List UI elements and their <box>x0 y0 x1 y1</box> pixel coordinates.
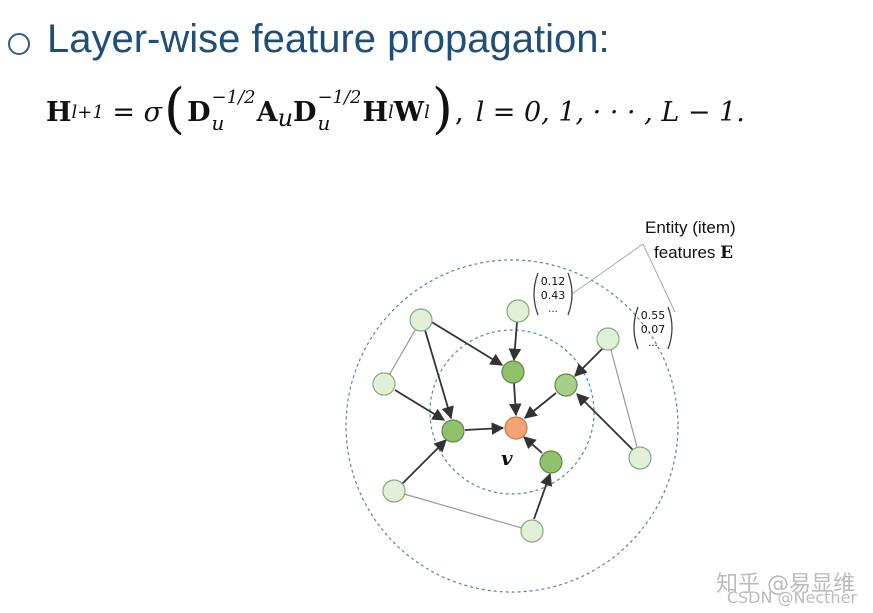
formula-exp2: −1/2 <box>317 87 362 108</box>
arrow-11 <box>523 436 543 454</box>
callout-pointer-1 <box>571 243 644 295</box>
arrow-9 <box>464 422 505 435</box>
formula-H2: H <box>362 96 389 128</box>
vector1-right-bracket <box>567 272 573 316</box>
callout-features: features <box>654 243 720 262</box>
formula-H: H <box>46 96 72 128</box>
callout-line1: Entity (item) <box>645 218 736 237</box>
node-outer-6 <box>382 479 406 503</box>
node-outer-5 <box>628 446 652 470</box>
formula-lparen: ( <box>164 77 186 140</box>
propagation-arrows <box>394 320 634 520</box>
formula-equals: = <box>103 96 144 128</box>
outer-edges <box>383 319 641 532</box>
formula-exp1: −1/2 <box>211 87 256 108</box>
watermark-zhihu: 知乎 @易显维 <box>716 572 855 597</box>
formula-sigma: σ <box>143 96 163 128</box>
callout-E: E <box>720 243 733 263</box>
formula-sub-l1: l+1 <box>71 101 104 123</box>
callout-pointer-2 <box>642 243 676 313</box>
formula-D2: D <box>293 96 317 128</box>
arrow-5 <box>509 382 522 417</box>
node-outer-4 <box>596 327 620 351</box>
nodes <box>372 299 652 543</box>
outer-hop-ring <box>345 259 679 593</box>
node-outer-1 <box>409 308 433 332</box>
vector2-value1: 0.55 <box>641 309 666 322</box>
vector1-value2: 0.43 <box>541 289 566 302</box>
formula-sub-u3: u <box>317 111 331 135</box>
formula-rparen: ) <box>431 77 453 140</box>
edge-a <box>383 319 422 385</box>
formula-W: W <box>393 96 425 128</box>
formula-sub-u2: u <box>277 104 294 132</box>
node-inner-3 <box>441 419 465 443</box>
formula-D1: D <box>187 96 211 128</box>
vector2-right-bracket <box>667 306 673 350</box>
formula-sub-l3: l <box>424 101 430 123</box>
feature-vector-1: 0.12 0.43 ... <box>533 272 573 316</box>
arrow-7 <box>524 392 557 419</box>
vector2-left-bracket <box>633 306 639 350</box>
formula-D2-scripts: −1/2 u <box>317 89 361 135</box>
formula-sub-l2: l <box>388 101 394 123</box>
arrow-3 <box>394 389 446 421</box>
arrow-10 <box>400 439 447 486</box>
edge-c <box>607 338 641 459</box>
formula-sub-u1: u <box>211 111 225 135</box>
node-inner-4 <box>539 450 563 474</box>
formula-A: A <box>256 96 278 128</box>
vector1-ellipsis: ... <box>548 304 558 315</box>
vector2-value2: 0.07 <box>641 323 666 336</box>
arrow-12 <box>533 472 553 520</box>
node-outer-2 <box>372 372 396 396</box>
node-center-v <box>504 416 528 440</box>
node-inner-1 <box>501 360 525 384</box>
slide-heading: Layer-wise feature propagation: <box>8 14 610 64</box>
formula-D1-scripts: −1/2 u <box>211 89 256 135</box>
arrow-6 <box>574 347 604 377</box>
feature-vector-2: 0.55 0.07 ... <box>633 306 673 350</box>
watermark-csdn: CSDN @Necther <box>726 588 857 607</box>
edge-b <box>393 490 533 532</box>
node-outer-3 <box>506 299 530 323</box>
arrow-4 <box>508 321 522 362</box>
arrow-2 <box>429 320 504 366</box>
vector1-value1: 0.12 <box>541 275 566 288</box>
bullet-circle-icon <box>8 33 30 55</box>
arrow-1 <box>424 329 454 420</box>
callout-pointers <box>571 243 676 313</box>
node-inner-2 <box>554 373 578 397</box>
formula-comma: , <box>454 96 464 128</box>
node-outer-7 <box>520 519 544 543</box>
arrow-8 <box>576 393 634 451</box>
vector2-ellipsis: ... <box>648 338 658 349</box>
heading-text: Layer-wise feature propagation: <box>47 16 610 61</box>
callout-line2: features E <box>654 243 733 263</box>
vector1-left-bracket <box>533 272 539 316</box>
center-node-label: v <box>501 446 513 470</box>
formula-range: l = 0, 1, · · · , L − 1. <box>475 96 745 128</box>
